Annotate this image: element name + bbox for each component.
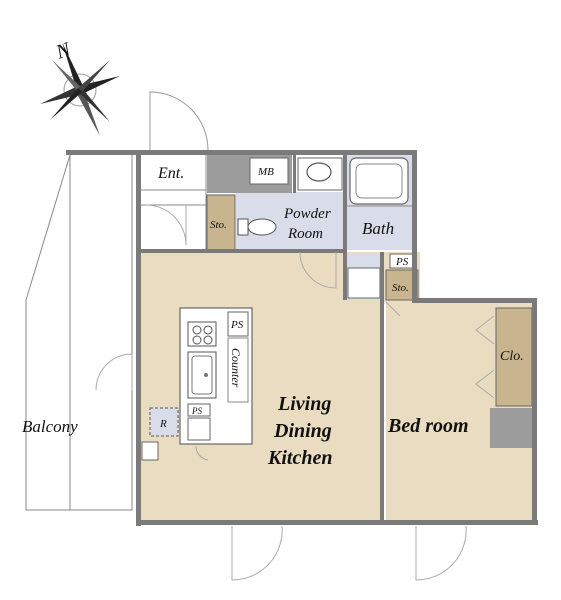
partitions: [140, 155, 412, 250]
label-counter: Counter: [229, 348, 243, 388]
washing-machine-icon: [347, 267, 381, 299]
label-storage-entry: Sto.: [210, 219, 227, 231]
label-living-line3: Kitchen: [267, 447, 332, 469]
stove-icon: [187, 321, 217, 347]
ps-kitchen-box: [227, 311, 249, 337]
small-unit: [141, 441, 159, 461]
meter-box: [249, 157, 289, 185]
label-living-line1: Living: [277, 393, 331, 415]
label-storage-bath: Sto.: [392, 282, 409, 294]
washbasin-icon: [306, 162, 332, 182]
label-balcony: Balcony: [22, 417, 78, 436]
label-ps-fridge: PS: [191, 406, 202, 416]
label-ps-kitchen: PS: [230, 319, 244, 331]
ps-fridge-box: [187, 403, 211, 417]
label-refrigerator: R: [159, 418, 167, 430]
label-bedroom: Bed room: [387, 415, 469, 437]
north-label: N: [52, 38, 75, 64]
closet-floor: [495, 307, 533, 407]
label-living-line2: Dining: [273, 420, 332, 442]
walls: [66, 150, 538, 526]
label-powder-line1: Powder: [283, 206, 331, 222]
sink-icon: [187, 351, 217, 399]
pillar-bedroom: [490, 408, 532, 448]
label-closet: Clo.: [500, 349, 524, 364]
refrigerator-box: [149, 407, 179, 437]
label-ps-bath: PS: [395, 256, 409, 268]
dishwasher-box: [187, 417, 211, 441]
entrance-floor: [140, 155, 206, 250]
label-bath: Bath: [362, 219, 394, 238]
counter-strip: [227, 337, 249, 403]
label-entrance: Ent.: [157, 165, 184, 182]
label-meter-box: MB: [257, 166, 274, 178]
label-powder-line2: Room: [287, 226, 323, 242]
compass-rose-icon: [40, 42, 120, 136]
door-swings: [95, 204, 495, 581]
bathtub-icon: [349, 157, 409, 205]
toilet-icon: [237, 218, 277, 236]
balcony-outline: [25, 154, 133, 511]
entrance-door-swing: [149, 91, 209, 151]
